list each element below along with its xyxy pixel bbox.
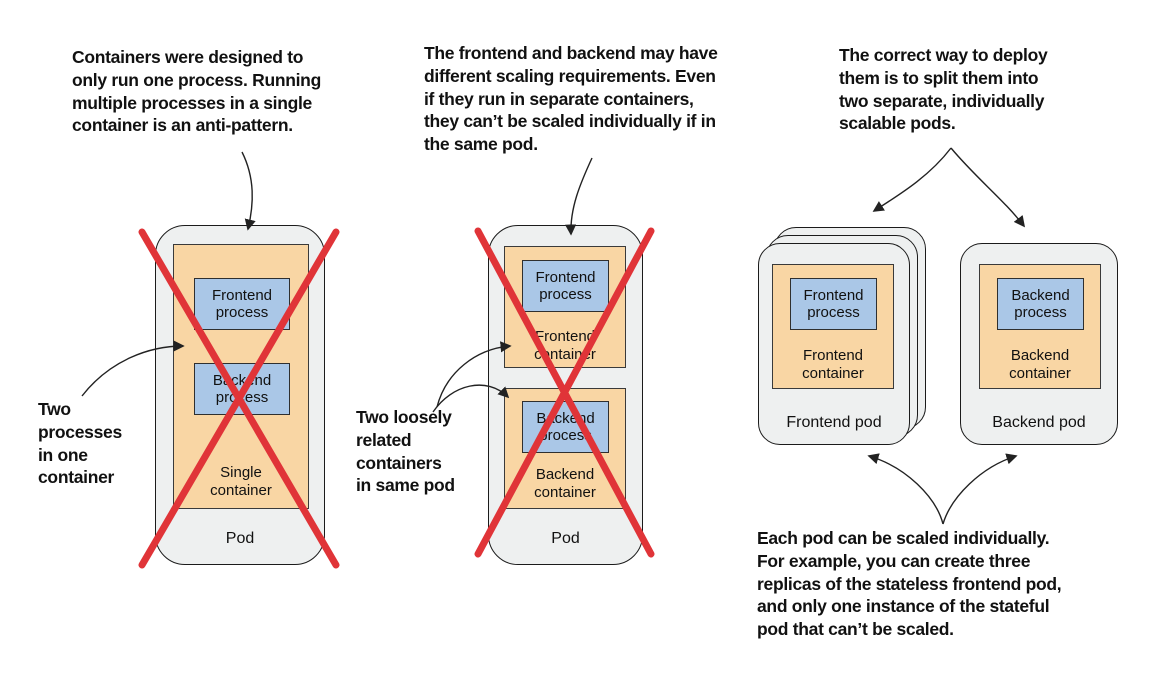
backend-process-box: Backend process bbox=[522, 401, 609, 453]
frontend-pod-label: Frontend pod bbox=[786, 414, 882, 431]
arrow-scaled-to-backend-pod bbox=[942, 453, 1018, 525]
arrow-scaled-to-frontend-pod bbox=[867, 453, 944, 525]
single-container-label: Single container bbox=[210, 464, 272, 499]
pod-single-container: Frontend process Backend process Single … bbox=[155, 225, 325, 565]
frontend-process-box: Frontend process bbox=[522, 260, 609, 312]
annotation-correct-way: The correct way to deploy them is to spl… bbox=[839, 45, 1048, 134]
backend-process-box: Backend process bbox=[997, 278, 1084, 330]
arrow-correct-way-to-frontend-pod bbox=[872, 147, 952, 212]
frontend-container-label: Frontend container bbox=[534, 328, 596, 363]
frontend-container-label: Frontend container bbox=[802, 347, 864, 382]
pod-two-containers: Frontend process Frontend container Back… bbox=[488, 225, 643, 565]
arrow-scaling-to-pod2 bbox=[565, 157, 593, 236]
pod2-label: Pod bbox=[551, 530, 580, 547]
annotation-scaled-individually: Each pod can be scaled individually. For… bbox=[757, 528, 1062, 639]
frontend-container-box: Frontend process Frontend container bbox=[504, 246, 626, 368]
backend-pod: Backend process Backend container Backen… bbox=[960, 243, 1118, 445]
frontend-pod: Frontend process Frontend container Fron… bbox=[758, 243, 910, 445]
backend-process-box: Backend process bbox=[194, 363, 290, 415]
annotation-two-processes: Two processes in one container bbox=[38, 399, 122, 488]
frontend-process-box: Frontend process bbox=[790, 278, 877, 330]
pod1-label: Pod bbox=[225, 530, 255, 547]
frontend-process-box: Frontend process bbox=[194, 278, 290, 330]
backend-container-box: Backend process Backend container bbox=[979, 264, 1101, 389]
annotation-scaling-requirements: The frontend and backend may have differ… bbox=[424, 43, 718, 154]
annotation-anti-pattern: Containers were designed to only run one… bbox=[72, 47, 321, 136]
annotation-two-loosely: Two loosely related containers in same p… bbox=[356, 407, 455, 496]
arrow-anti-pattern-to-pod1 bbox=[241, 151, 256, 231]
single-container-box: Frontend process Backend process Single … bbox=[173, 244, 309, 509]
backend-container-label: Backend container bbox=[534, 466, 596, 501]
backend-container-box: Backend process Backend container bbox=[504, 388, 626, 509]
backend-container-label: Backend container bbox=[1009, 347, 1071, 382]
backend-pod-label: Backend pod bbox=[992, 414, 1086, 431]
frontend-container-box: Frontend process Frontend container bbox=[772, 264, 894, 389]
arrow-correct-way-to-backend-pod bbox=[950, 147, 1026, 228]
